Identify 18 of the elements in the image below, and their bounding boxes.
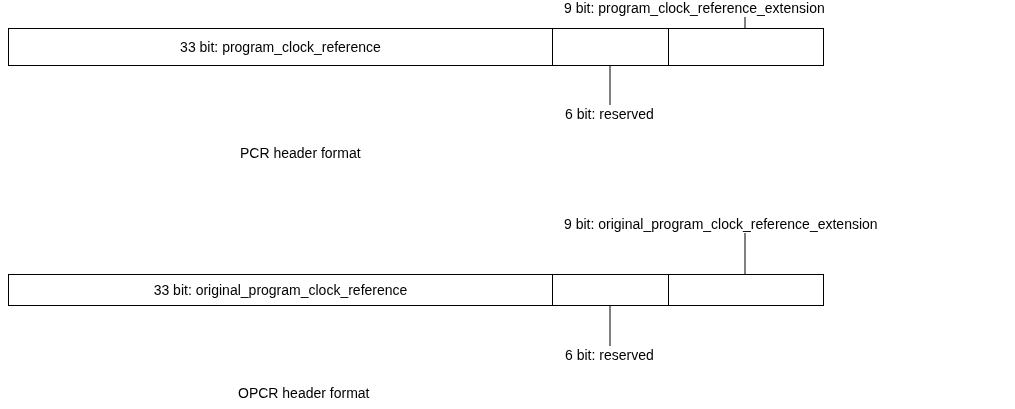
bit-field-cell: [552, 274, 669, 306]
field-name: 33 bit: original_program_clock_reference: [153, 282, 408, 298]
field-label: 9 bit: program_clock_reference_extension: [564, 0, 825, 16]
field-label: 6 bit: reserved: [565, 347, 654, 363]
field-label: 6 bit: reserved: [565, 106, 654, 122]
bit-field-cell: [668, 274, 824, 306]
leader-line: [744, 16, 746, 29]
leader-line: [609, 305, 611, 347]
leader-line: [609, 65, 611, 106]
bit-field-cell: [8, 28, 553, 66]
leader-line: [744, 232, 746, 275]
field-name: 33 bit: program_clock_reference: [180, 39, 381, 55]
bit-field-cell: [668, 28, 824, 66]
field-label: 9 bit: original_program_clock_reference_extension: [564, 216, 878, 232]
figure-caption: PCR header format: [240, 145, 361, 161]
bit-field-cell: [552, 28, 669, 66]
figure-caption: OPCR header format: [238, 385, 370, 401]
bit-field-cell: [8, 274, 553, 306]
